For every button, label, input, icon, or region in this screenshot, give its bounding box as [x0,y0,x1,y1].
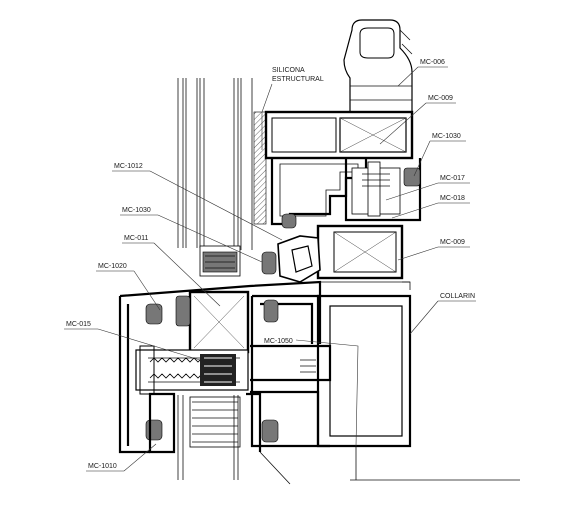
label-mc1030-right: MC-1030 [413,133,466,177]
label-mc015-text: MC-015 [66,321,91,328]
label-mc009-top: MC-009 [379,95,456,145]
label-mc009-top-text: MC-009 [428,95,453,102]
label-mc018: MC-018 [391,195,470,219]
glass-pane-lower [177,395,241,480]
handle-mc006 [343,19,413,113]
label-mc1030-left-text: MC-1030 [122,207,151,214]
main-frame [118,280,412,454]
label-mc011-text: MC-011 [124,235,148,242]
label-mc1020: MC-1020 [96,263,161,311]
glass-pane-outer [177,78,253,250]
label-mc1012-text: MC-1012 [114,163,143,170]
label-mc1030-right-text: MC-1030 [432,133,461,140]
label-collarin-text: COLLARIN [440,293,475,300]
label-mc1010: MC-1010 [86,443,157,472]
lock-mechanism-mc015 [135,345,249,395]
sash-profile-mc009-mid [316,224,404,280]
label-mc011: MC-011 [122,235,221,307]
collarin [320,281,411,290]
label-mc009-mid: MC-009 [397,239,470,261]
label-mc1010-text: MC-1010 [88,463,117,470]
sash-profile-mc009-top [264,110,414,160]
thermal-break-mc1012 [261,213,321,283]
label-mc006-text: MC-006 [420,59,445,66]
structural-silicone [253,111,267,225]
gaskets-mc1020 [145,295,279,443]
label-silicona-text: SILICONA [272,67,305,74]
label-mc018-text: MC-018 [440,195,465,202]
label-mc006: MC-006 [397,59,448,87]
label-mc1020-text: MC-1020 [98,263,127,270]
label-mc015: MC-015 [64,321,201,361]
sill-lines [259,446,520,485]
label-mc1012: MC-1012 [112,163,283,241]
label-mc017-text: MC-017 [440,175,465,182]
hardware-mc017-mc018 [351,161,421,217]
lower-glass-frame [148,392,262,454]
label-mc1050: MC-1050 [264,338,359,447]
label-mc1050-text: MC-1050 [264,338,293,345]
label-mc1030-left: MC-1030 [120,207,263,263]
label-estructural-text: ESTRUCTURAL [272,76,324,83]
label-collarin: COLLARIN [409,293,476,335]
label-silicona-estructural: SILICONA ESTRUCTURAL [261,67,324,150]
label-mc017: MC-017 [385,175,470,201]
glass-spacer [199,245,241,277]
label-mc009-mid-text: MC-009 [440,239,465,246]
